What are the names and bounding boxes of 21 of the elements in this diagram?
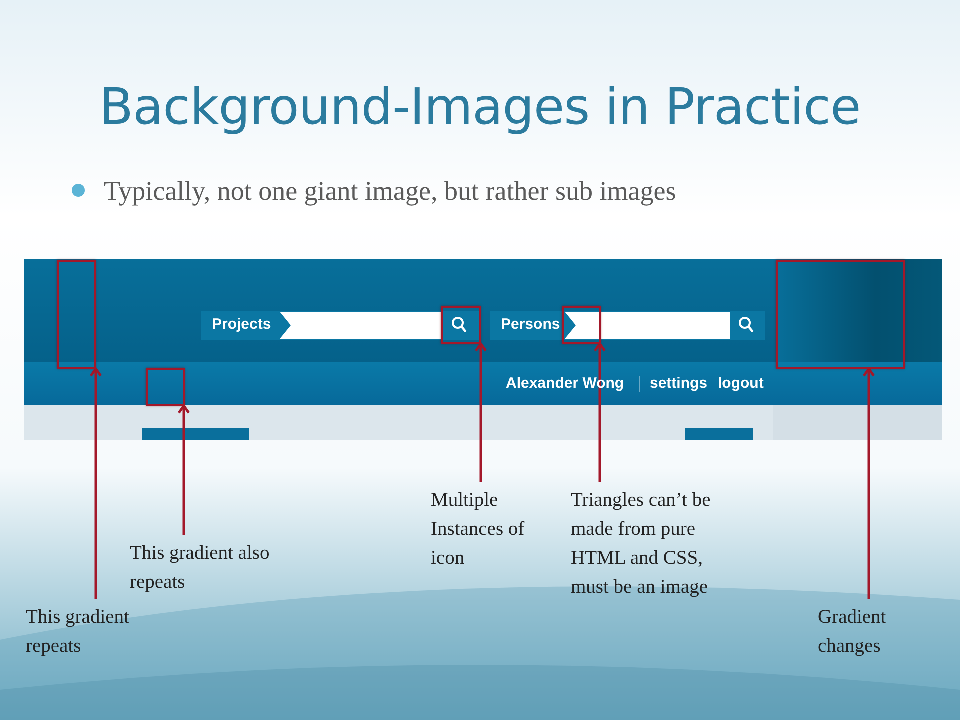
highlight-frame (146, 368, 185, 406)
leader-arrow (862, 368, 876, 599)
leader-arrow (474, 342, 488, 482)
search-label: Projects (212, 316, 272, 333)
slide-title: Background-Images in Practice (98, 78, 862, 136)
search-label: Persons (501, 316, 560, 333)
highlight-frame (562, 306, 601, 344)
leader-arrow (90, 368, 102, 599)
leader-arrow (178, 404, 190, 535)
highlight-frame (441, 306, 481, 344)
bullet-text: Typically, not one giant image, but rather sub images (104, 176, 676, 207)
callout-text: Gradient changes (818, 603, 918, 661)
logout-link: logout (718, 375, 764, 392)
settings-link: settings (650, 375, 708, 392)
callout-text: Multiple Instances of icon (431, 486, 531, 573)
callout-text: This gradient repeats (26, 603, 176, 661)
callout-text: This gradient also repeats (130, 539, 275, 597)
callout-text: Triangles can’t be made from pure HTML and CSS, must be an image (571, 486, 733, 602)
leader-arrow (594, 342, 606, 482)
highlight-frame (776, 260, 905, 369)
highlight-frame (57, 260, 96, 369)
